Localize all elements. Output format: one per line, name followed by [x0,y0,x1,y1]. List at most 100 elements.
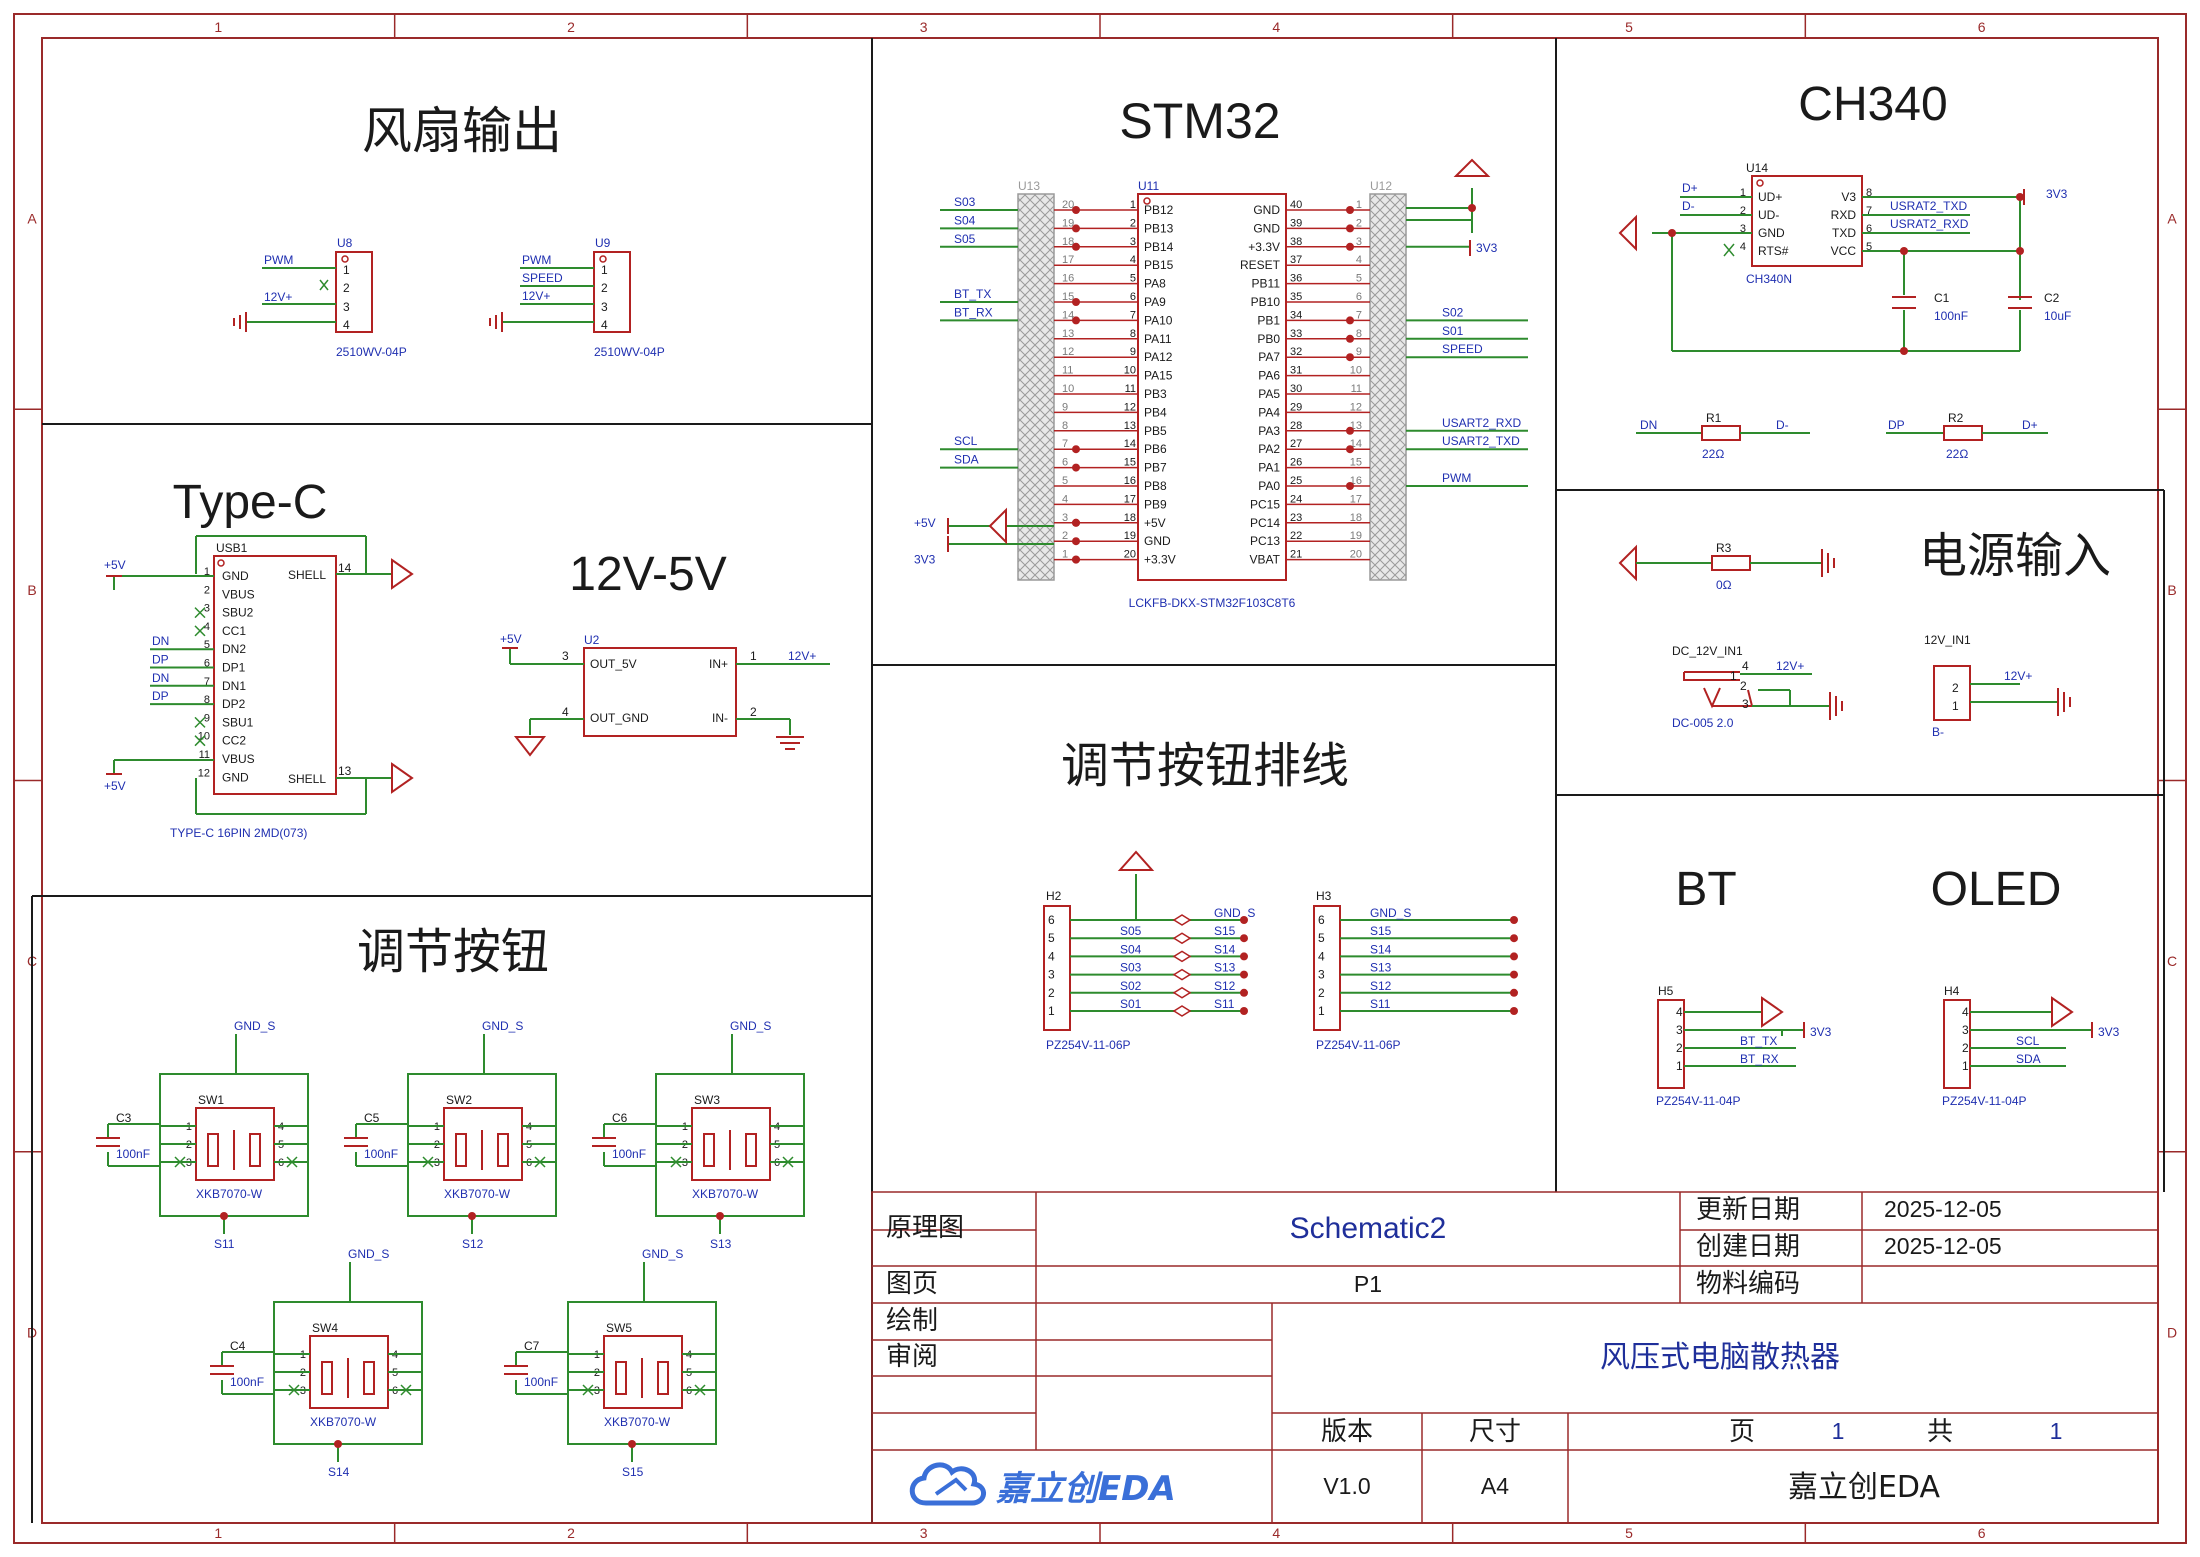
label-drawn: 绘制 [886,1306,938,1336]
net-dminus: D- [1682,199,1695,213]
svg-text:22Ω: 22Ω [1946,447,1968,461]
ic-pin-number: 1 [1740,187,1746,199]
svg-text:12V+: 12V+ [2004,669,2032,683]
net-label: USART2_TXD [1442,434,1520,448]
column-marker: 6 [1978,19,1986,35]
usb-pin-label: DN1 [222,679,246,693]
mcu-pin-number: 34 [1290,309,1302,321]
mcu-pin-label: PB7 [1144,461,1167,475]
svg-text:2: 2 [750,705,757,719]
mcu-pin-label: PC15 [1250,497,1280,511]
pin-num: 2 [601,281,608,295]
ref-capacitor: C4 [230,1339,246,1353]
row-marker: A [27,211,37,227]
header-pin-number: 6 [1318,913,1325,927]
mcu-pin-number: 6 [1130,291,1136,303]
pin-num: 4 [601,318,608,332]
part-switch: XKB7070-W [604,1415,671,1429]
pin-num: 4 [343,318,350,332]
svg-text:2: 2 [1676,1041,1683,1055]
usb-pin-label: GND [222,770,249,784]
header-pin-number: 11 [1351,383,1362,395]
ic-pin-label: RTS# [1758,244,1789,258]
header-pin-number: 7 [1062,438,1068,450]
net-label: S12 [1370,979,1392,993]
header-pin-number: 4 [1356,254,1362,266]
svg-text:SDA: SDA [2016,1052,2041,1066]
mcu-pin-label: PB15 [1144,258,1174,272]
mcu-pin-number: 10 [1124,365,1136,377]
column-marker: 4 [1272,19,1280,35]
net-label: SPEED [1442,342,1483,356]
typec-block: USB1 TYPE-C 16PIN 2MD(073) GND1VBUS2SBU2… [104,535,414,840]
net-label: BT_TX [954,287,991,301]
header-pin-number: 19 [1062,217,1074,229]
svg-text:B-: B- [1932,725,1944,739]
pin-num: 1 [601,263,608,277]
title-block: 原理图 更新日期 创建日期 图页 物料编码 绘制 审阅 版本 尺寸 页 共 Sc… [871,1191,2159,1524]
net-label: S03 [954,195,976,209]
header-pin-number: 5 [1062,475,1068,487]
header-pin-number: 15 [1062,291,1074,303]
svg-text:1: 1 [1962,1059,1969,1073]
header-pin-number: 4 [1318,949,1325,963]
mcu-pin-label: PB4 [1144,405,1167,419]
mcu-pin-number: 27 [1290,438,1302,450]
ic-pin-label: RXD [1831,208,1857,222]
header-pin-number: 2 [1318,986,1325,1000]
svg-text:12V+: 12V+ [1776,659,1804,673]
header-pin-number: 5 [1356,273,1362,285]
mcu-pin-label: PB10 [1251,295,1281,309]
net-label: DN [152,634,169,648]
buck-converter-block: U2 OUT_5V OUT_GND IN+ IN- 3 4 1 2 +5V 12… [500,632,830,757]
total-value: 1 [2050,1418,2063,1444]
header-u13 [1017,193,1055,581]
svg-text:H2: H2 [1046,889,1062,903]
power-flag-icon [988,507,1007,545]
ref-u12: U12 [1370,179,1392,193]
svg-text:BT_TX: BT_TX [1740,1034,1777,1048]
net-port-icon [1172,950,1192,963]
ref-u8: U8 [337,236,353,250]
header-pin-number: 2 [1062,530,1068,542]
ic-pin-number: 3 [1740,223,1746,235]
svg-text:DC-005 2.0: DC-005 2.0 [1672,716,1734,730]
svg-text:PZ254V-11-06P: PZ254V-11-06P [1046,1038,1131,1052]
usb-pin-number: 5 [204,639,210,651]
svg-text:PZ254V-11-06P: PZ254V-11-06P [1316,1038,1401,1052]
no-connect-icon [174,1156,186,1168]
net-label: SDA [954,453,979,467]
bt-connector-block: H5 PZ254V-11-04P 4 3 2 1 3V3 BT_TX BT_RX [1656,984,1832,1108]
mcu-pin-label: PA15 [1144,369,1173,383]
svg-text:DN: DN [1640,418,1657,432]
header-pin-number: 18 [1350,512,1362,524]
ic-pin-number: 6 [1866,223,1872,235]
header-pin-number: 1 [1062,549,1068,561]
svg-text:H4: H4 [1944,984,1960,998]
mcu-pin-number: 12 [1124,401,1136,413]
project-name: 风压式电脑散热器 [1600,1340,1840,1375]
mcu-pin-number: 23 [1290,512,1302,524]
title-fan: 风扇输出 [362,102,562,160]
svg-text:PZ254V-11-04P: PZ254V-11-04P [1942,1094,2027,1108]
power-flag-icon [1117,850,1155,871]
header-pin-number: 12 [1062,346,1074,358]
part-switch: XKB7070-W [196,1187,263,1201]
usb-pin-label: DN2 [222,642,246,656]
usb-pin-label: VBUS [222,752,255,766]
svg-text:IN-: IN- [712,711,728,725]
net-12v: 12V+ [264,290,292,304]
net-label: BT_RX [954,305,993,319]
net-label: USART2_RXD [1442,416,1521,430]
usb-pin-number: 6 [204,658,210,670]
no-connect-icon [400,1384,412,1396]
usb-pin-label: DP2 [222,697,246,711]
row-marker: D [2167,1324,2177,1340]
power-flag-icon [1453,158,1491,177]
mcu-pin-label: PC13 [1250,534,1280,548]
resistor-r1: R1 22Ω DN D- [1636,411,1810,461]
pg-value: 1 [1832,1418,1845,1444]
mcu-pin-number: 17 [1124,493,1136,505]
ic-pin-label: TXD [1832,226,1856,240]
